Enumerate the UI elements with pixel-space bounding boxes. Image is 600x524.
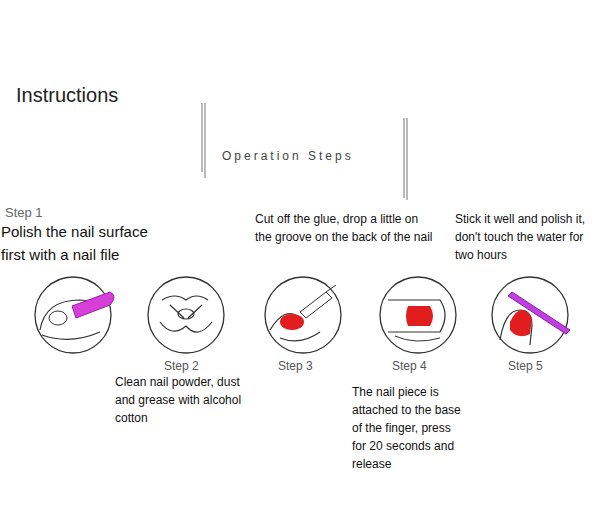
step-number: Step 4 (392, 357, 452, 375)
step3-figure (270, 285, 336, 341)
page-title: Instructions (16, 80, 216, 110)
step-number: Step 1 (5, 203, 65, 223)
step-text: Cut off the glue, drop a little on the g… (255, 210, 435, 246)
step-text: The nail piece is attached to the base o… (352, 383, 464, 473)
step-number: Step 3 (278, 357, 338, 375)
step1-figure (40, 292, 114, 339)
step-circles (35, 277, 568, 353)
step2-figure (160, 296, 212, 332)
step4-figure (388, 300, 445, 341)
step-text: Clean nail powder, dust and grease with … (115, 373, 263, 427)
step-text: Stick it well and polish it, don't touch… (455, 210, 597, 264)
bracket-lines (202, 103, 407, 200)
step-number: Step 5 (508, 357, 568, 375)
step-text: Polish the nail surface first with a nai… (1, 221, 176, 266)
section-heading: Operation Steps (222, 147, 402, 165)
step5-figure (500, 292, 570, 345)
step-number: Step 2 (164, 357, 224, 375)
